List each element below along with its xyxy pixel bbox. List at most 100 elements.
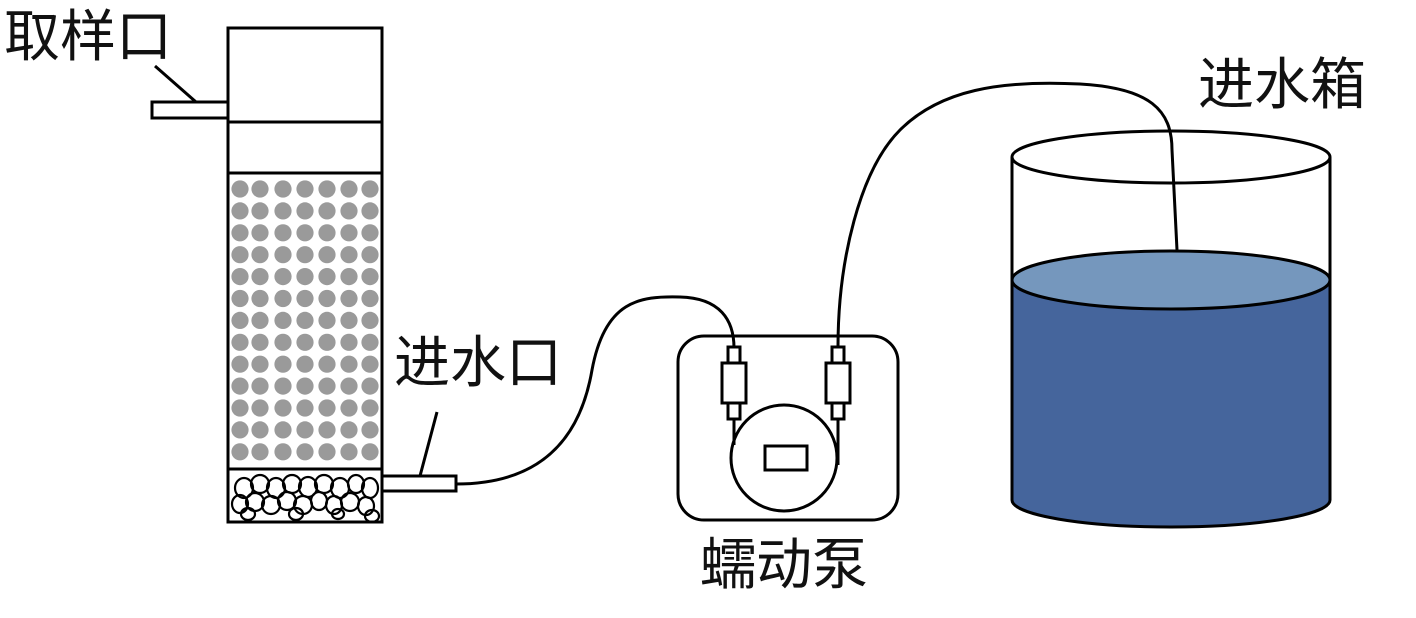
media-dot: [296, 246, 314, 264]
media-dot: [296, 399, 314, 417]
peristaltic-pump-label: 蠕动泵: [700, 533, 868, 598]
media-dot: [296, 202, 314, 220]
tubing-pump-to-inlet: [455, 295, 736, 486]
sampling-port-label: 取样口: [4, 5, 172, 70]
tank-rim: [1010, 129, 1332, 185]
column-reactor: [226, 26, 384, 524]
media-dot: [318, 311, 336, 329]
media-dot: [296, 333, 314, 351]
media-dot: [274, 224, 292, 242]
media-dot: [274, 246, 292, 264]
media-dot: [231, 377, 249, 395]
media-dot: [296, 289, 314, 308]
right-tube-connector-lower: [830, 401, 846, 421]
water-inlet-label: 进水口: [394, 331, 562, 396]
column-body: [226, 120, 384, 524]
media-dot: [296, 443, 314, 461]
media-dot: [251, 311, 269, 329]
media-dot: [251, 333, 269, 351]
media-dot: [296, 180, 314, 198]
right-tube-fitting: [824, 361, 852, 405]
media-dot: [251, 289, 269, 308]
media-dot: [361, 180, 379, 198]
media-dot: [251, 202, 269, 220]
media-dot: [231, 268, 249, 286]
media-dot: [274, 443, 292, 461]
peristaltic-pump: [676, 334, 900, 522]
media-dot: [361, 289, 379, 308]
media-dot: [318, 333, 336, 351]
media-dot: [318, 180, 336, 198]
gravel-pebble: [249, 473, 271, 495]
media-dot: [231, 180, 249, 198]
media-dot: [361, 355, 379, 373]
media-dot: [251, 355, 269, 373]
media-dot: [318, 421, 336, 439]
column-top-section: [226, 26, 384, 124]
media-dot: [231, 246, 249, 264]
inlet-tank-label: 进水箱: [1198, 53, 1366, 118]
pump-display: [763, 444, 809, 472]
gravel-pebble: [309, 490, 329, 512]
media-dot: [361, 268, 379, 286]
media-dot: [231, 355, 249, 373]
media-dot: [340, 202, 358, 220]
media-dot: [251, 224, 269, 242]
media-dot: [340, 399, 358, 417]
media-dot: [274, 399, 292, 417]
media-dot: [318, 268, 336, 286]
left-tube-connector-lower: [726, 401, 742, 421]
left-tube-connector: [726, 345, 742, 365]
media-dot: [340, 355, 358, 373]
water-surface: [1010, 249, 1332, 311]
media-dot: [231, 333, 249, 351]
media-dot: [361, 399, 379, 417]
media-dot: [251, 399, 269, 417]
media-dot: [340, 224, 358, 242]
media-dot: [274, 202, 292, 220]
media-dot: [274, 333, 292, 351]
right-tube-connector: [830, 345, 846, 365]
media-dot: [340, 311, 358, 329]
sampling-port-tube: [150, 100, 230, 120]
media-dot: [318, 289, 336, 308]
media-dot: [361, 311, 379, 329]
gravel-pebble: [360, 476, 380, 500]
water-body: [1010, 278, 1332, 529]
media-dot: [296, 355, 314, 373]
media-dot: [361, 421, 379, 439]
media-dot: [274, 180, 292, 198]
media-dot: [274, 377, 292, 395]
media-dot: [318, 377, 336, 395]
gravel-support-layer: [230, 473, 381, 524]
media-dot: [361, 443, 379, 461]
media-dot: [318, 202, 336, 220]
media-dot: [251, 377, 269, 395]
media-dot: [361, 333, 379, 351]
media-dot: [318, 224, 336, 242]
media-dot: [231, 399, 249, 417]
gravel-pebble: [287, 506, 305, 522]
media-dot: [296, 311, 314, 329]
media-dot: [231, 289, 249, 308]
media-dot: [296, 224, 314, 242]
left-tube-fitting: [720, 361, 748, 405]
media-dot: [251, 421, 269, 439]
media-dot: [340, 180, 358, 198]
inlet-pointer: [418, 411, 439, 477]
media-dot: [296, 268, 314, 286]
media-dot: [340, 289, 358, 308]
media-dot: [251, 180, 269, 198]
inlet-water-tank: [1010, 129, 1332, 529]
media-dot: [251, 246, 269, 264]
gravel-pebble: [346, 473, 366, 495]
media-dot: [251, 268, 269, 286]
tubing-tank-to-pump: [836, 81, 1179, 348]
pump-rotor: [729, 403, 839, 513]
media-dot: [274, 421, 292, 439]
gravel-pebble: [330, 507, 346, 521]
media-dot: [274, 289, 292, 308]
media-dot: [274, 311, 292, 329]
gravel-pebble: [339, 491, 361, 513]
media-dot: [274, 355, 292, 373]
